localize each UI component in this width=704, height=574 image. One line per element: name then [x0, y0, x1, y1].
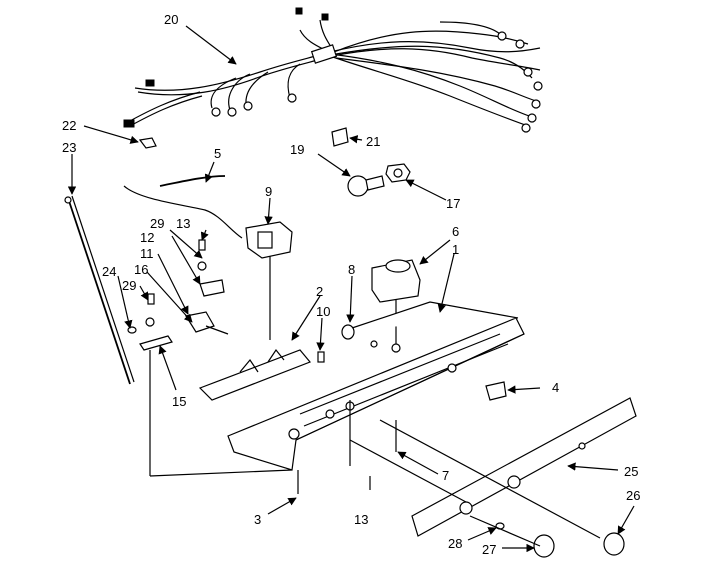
label-12: 12: [140, 230, 154, 245]
control-knob: [495, 522, 625, 558]
label-26: 26: [626, 488, 640, 503]
label-5: 5: [214, 146, 221, 161]
label-23: 23: [62, 140, 76, 155]
label-29-mid: 29: [122, 278, 136, 293]
label-13-top: 13: [176, 216, 190, 231]
label-16: 16: [134, 262, 148, 277]
label-24: 24: [102, 264, 116, 279]
control-housing: [149, 301, 525, 494]
label-2: 2: [316, 284, 323, 299]
rod-part: [64, 195, 135, 385]
thermostat-part: [245, 221, 293, 340]
bracket-part: [331, 127, 349, 147]
mounting-bracket: [198, 348, 311, 401]
screw-part: [127, 239, 325, 476]
label-8: 8: [348, 262, 355, 277]
label-6: 6: [452, 224, 459, 239]
label-19: 19: [290, 142, 304, 157]
label-27: 27: [482, 542, 496, 557]
label-25: 25: [624, 464, 638, 479]
label-29-top: 29: [150, 216, 164, 231]
light-bulb: [347, 175, 385, 197]
callout-labels: 20 22 23 5 19 21 17 9 29 13 12 11 16 24 …: [62, 12, 640, 557]
capillary-tube: [123, 175, 243, 239]
label-15: 15: [172, 394, 186, 409]
assembly-guide-lines: [349, 419, 601, 547]
label-7: 7: [442, 468, 449, 483]
label-9: 9: [265, 184, 272, 199]
label-28: 28: [448, 536, 462, 551]
label-17: 17: [446, 196, 460, 211]
callout-lines: [67, 25, 635, 553]
label-3: 3: [254, 512, 261, 527]
label-10: 10: [316, 304, 330, 319]
label-20: 20: [164, 12, 178, 27]
control-panel: [411, 397, 637, 537]
label-13-bottom: 13: [354, 512, 368, 527]
label-11: 11: [140, 246, 154, 261]
label-21: 21: [366, 134, 380, 149]
timer-part: [371, 259, 421, 346]
wire-harness: [123, 7, 543, 133]
label-1: 1: [452, 242, 459, 257]
label-22: 22: [62, 118, 76, 133]
lamp-socket: [385, 163, 411, 183]
clip-part: [138, 137, 157, 149]
label-4: 4: [552, 380, 559, 395]
